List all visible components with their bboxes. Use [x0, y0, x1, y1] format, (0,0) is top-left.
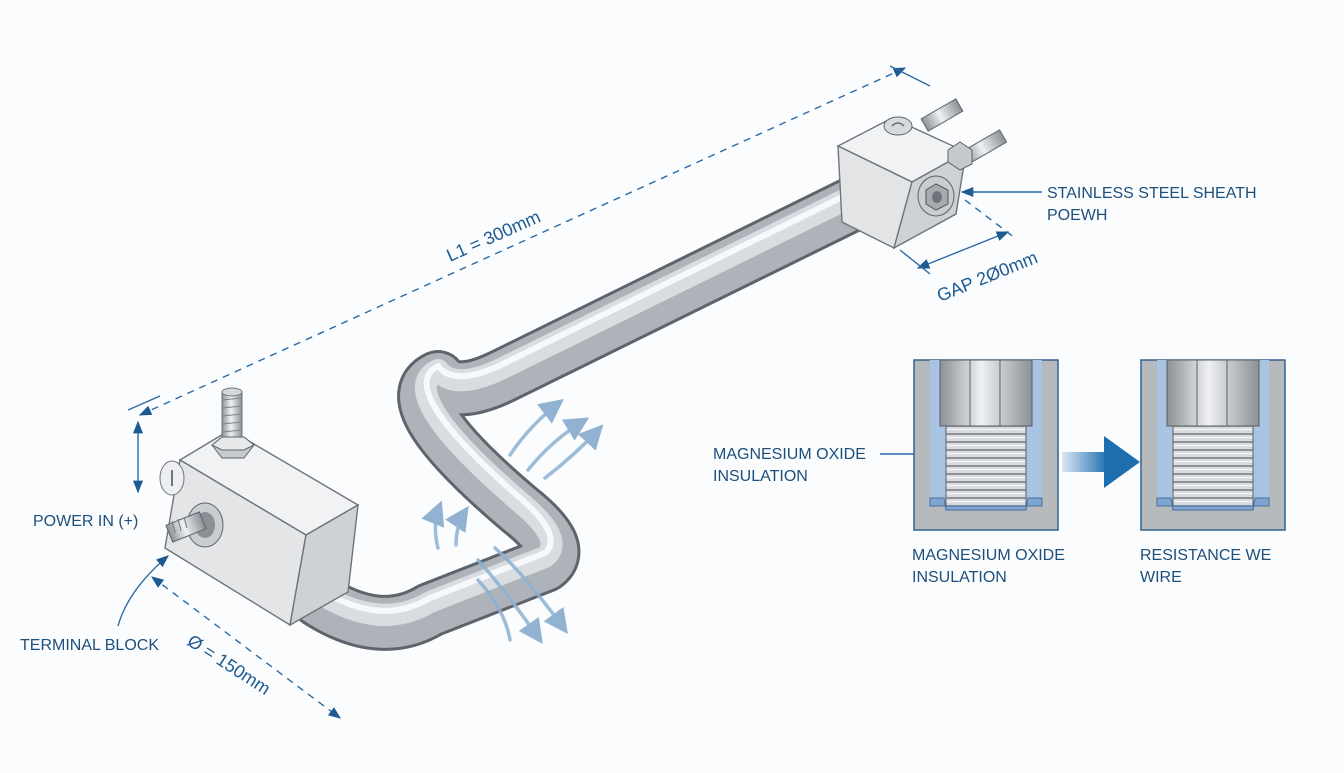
terminal-block-label: TERMINAL BLOCK	[20, 637, 159, 654]
gap-dimension-line	[916, 231, 1010, 269]
power-in-label: POWER IN (+)	[33, 513, 138, 530]
terminal-block-leader	[117, 555, 169, 627]
panel-right-caption-line2: WIRE	[1140, 569, 1182, 586]
panel-left-caption-line1: MAGNESIUM OXIDE	[912, 547, 1065, 564]
mgo-callout-line2: INSULATION	[713, 468, 808, 485]
terminal-block-left	[159, 387, 360, 627]
diameter-dimension-line	[150, 576, 342, 719]
panel-right-caption-line1: RESISTANCE WE	[1140, 547, 1271, 564]
right-studs	[920, 98, 1008, 171]
mgo-callout-line1: MAGNESIUM OXIDE	[713, 446, 866, 463]
detail-panel-left	[913, 359, 1059, 531]
right-terminal-nut	[917, 175, 955, 217]
labels: L1 = 300mm STAINLESS STEEL SHEATH POEWH …	[20, 185, 1271, 699]
sheath-label-line1: STAINLESS STEEL SHEATH	[1047, 185, 1257, 202]
gap-label: GAP 2Ø0mm	[934, 247, 1040, 306]
airflow-arrows	[421, 399, 604, 645]
panel-left-caption-line2: INSULATION	[912, 569, 1007, 586]
top-cap-screw	[883, 116, 913, 136]
diameter-label: Ø = 150mm	[184, 631, 274, 699]
detail-panel-right	[1140, 359, 1286, 531]
length-label: L1 = 300mm	[443, 206, 543, 265]
side-terminal-screw	[165, 502, 224, 548]
length-dimension-line	[138, 67, 907, 416]
transition-arrow	[1062, 436, 1140, 488]
top-stud	[211, 387, 255, 459]
heater-tube	[290, 160, 913, 651]
terminal-block-right	[836, 98, 1008, 250]
sheath-label-line2: POEWH	[1047, 207, 1107, 224]
